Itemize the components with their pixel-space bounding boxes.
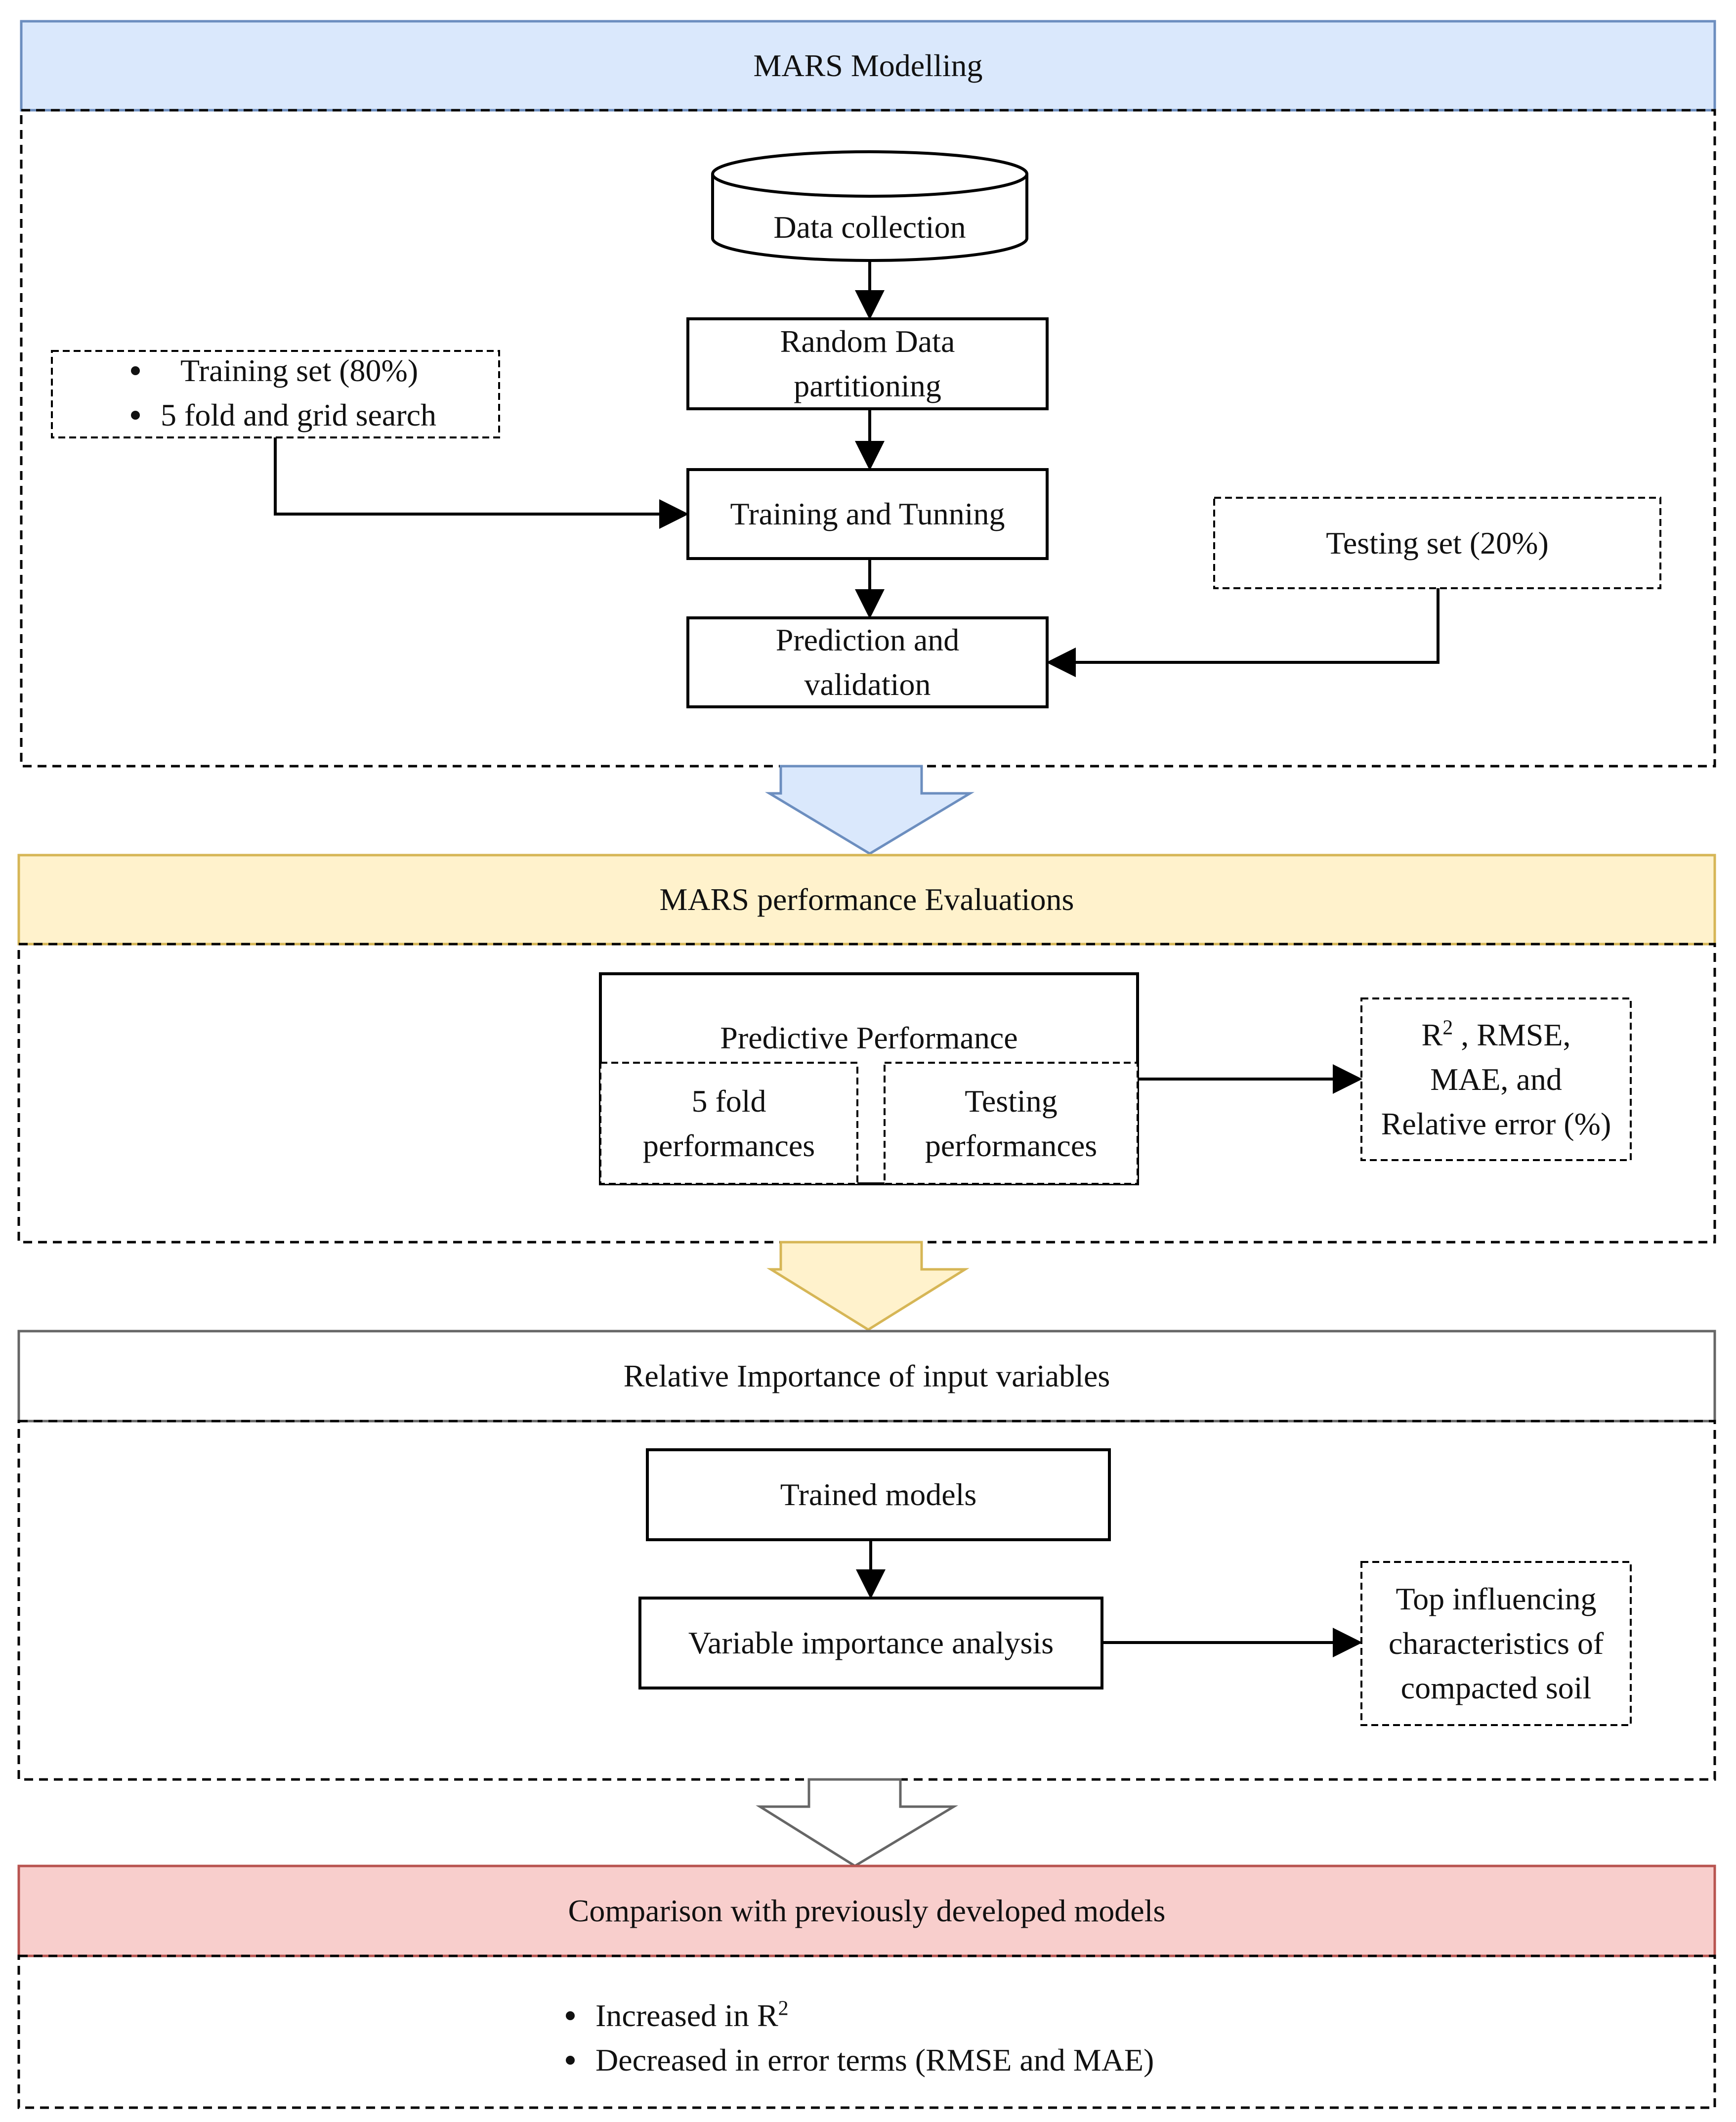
section2-header-band xyxy=(17,854,1716,946)
arrow-testing-to-prediction xyxy=(1046,588,1440,677)
top-line-1: Top influencing xyxy=(1396,1581,1597,1616)
training-note-1: Training set (80%) xyxy=(131,348,418,393)
training-tuning-label: Training and Tunning xyxy=(730,496,1005,531)
top-characteristics-label: Top influencing characteristics of compa… xyxy=(1361,1562,1631,1725)
data-collection-cylinder-top xyxy=(711,150,1028,198)
section2-container xyxy=(17,943,1716,1244)
section2-to-3-arrow xyxy=(766,1241,970,1331)
section3-to-4-arrow xyxy=(756,1778,959,1867)
training-notes-box xyxy=(51,350,500,438)
fold-performance-box xyxy=(599,1062,858,1185)
testing-performance-line-1: Testing xyxy=(965,1083,1058,1119)
training-note-2-text: 5 fold and grid search xyxy=(161,397,437,433)
section1-header-band xyxy=(20,20,1716,112)
bullet-icon xyxy=(131,366,140,376)
variable-importance-box xyxy=(638,1597,1103,1689)
data-collection-label: Data collection xyxy=(773,210,966,245)
metrics-line-1: R2 , RMSE, xyxy=(1422,1013,1571,1057)
section3-header-title: Relative Importance of input variables xyxy=(623,1358,1110,1393)
section1-to-2-arrow xyxy=(764,765,975,855)
testing-set-label: Testing set (20%) xyxy=(1326,525,1549,561)
training-note-1-text: Training set (80%) xyxy=(180,353,419,388)
section1-header-title: MARS Modelling xyxy=(753,48,983,83)
prediction-line-2: validation xyxy=(804,667,931,702)
prediction-line-1: Prediction and xyxy=(775,622,960,657)
top-line-2: characteristics of xyxy=(1388,1626,1604,1661)
partitioning-line-2: partitioning xyxy=(794,368,941,403)
arrow-notes-to-training xyxy=(274,437,689,529)
predictive-performance-label: Predictive Performance xyxy=(720,1020,1018,1055)
partitioning-line-1: Random Data xyxy=(780,324,955,359)
section2-header-title: MARS performance Evaluations xyxy=(659,882,1074,917)
section4-header-band xyxy=(17,1864,1716,1957)
metrics-line-2: MAE, and xyxy=(1430,1061,1562,1097)
section3-container xyxy=(17,1420,1716,1781)
testing-set-box xyxy=(1213,497,1661,589)
top-characteristics-box xyxy=(1360,1561,1632,1726)
comparison-bullet-1-text: Increased in R xyxy=(595,1998,778,2033)
metrics-box xyxy=(1360,997,1632,1161)
testing-performance-line-2: performances xyxy=(925,1127,1098,1163)
bullet-icon xyxy=(131,411,140,420)
data-collection-cylinder xyxy=(711,174,1028,262)
top-line-3: compacted soil xyxy=(1400,1670,1592,1705)
metrics-rmse: , RMSE, xyxy=(1453,1017,1571,1052)
training-tuning-box xyxy=(686,468,1049,560)
comparison-bullet-2: Decreased in error terms (RMSE and MAE) xyxy=(566,2038,1154,2082)
section3-header-band xyxy=(17,1330,1716,1423)
testing-performance-label: Testing performances xyxy=(885,1063,1138,1184)
trained-models-label: Trained models xyxy=(780,1477,977,1512)
section4-header-title: Comparison with previously developed mod… xyxy=(568,1893,1166,1928)
comparison-bullet-1: Increased in R2 xyxy=(566,1993,789,2038)
metrics-superscript: 2 xyxy=(1442,1016,1453,1039)
metrics-r: R xyxy=(1421,1017,1443,1052)
training-note-2: 5 fold and grid search xyxy=(131,393,436,437)
fold-performance-line-2: performances xyxy=(642,1127,815,1163)
comparison-bullet-2-text: Decreased in error terms (RMSE and MAE) xyxy=(595,2042,1154,2078)
trained-models-box xyxy=(646,1448,1111,1541)
partitioning-label: Random Data partitioning xyxy=(688,319,1047,409)
section4-container xyxy=(17,1954,1716,2109)
variable-importance-label: Variable importance analysis xyxy=(688,1625,1054,1660)
comparison-bullet-1-superscript: 2 xyxy=(778,1997,789,2020)
fold-performance-line-1: 5 fold xyxy=(691,1083,766,1119)
metrics-label: R2 , RMSE, MAE, and Relative error (%) xyxy=(1361,998,1631,1160)
testing-performance-box xyxy=(884,1062,1139,1185)
bullet-icon xyxy=(566,2011,575,2021)
prediction-label: Prediction and validation xyxy=(688,618,1047,707)
fold-performance-label: 5 fold performances xyxy=(600,1063,857,1184)
metrics-line-3: Relative error (%) xyxy=(1381,1106,1611,1141)
bullet-icon xyxy=(566,2056,575,2065)
partitioning-box xyxy=(686,317,1049,410)
